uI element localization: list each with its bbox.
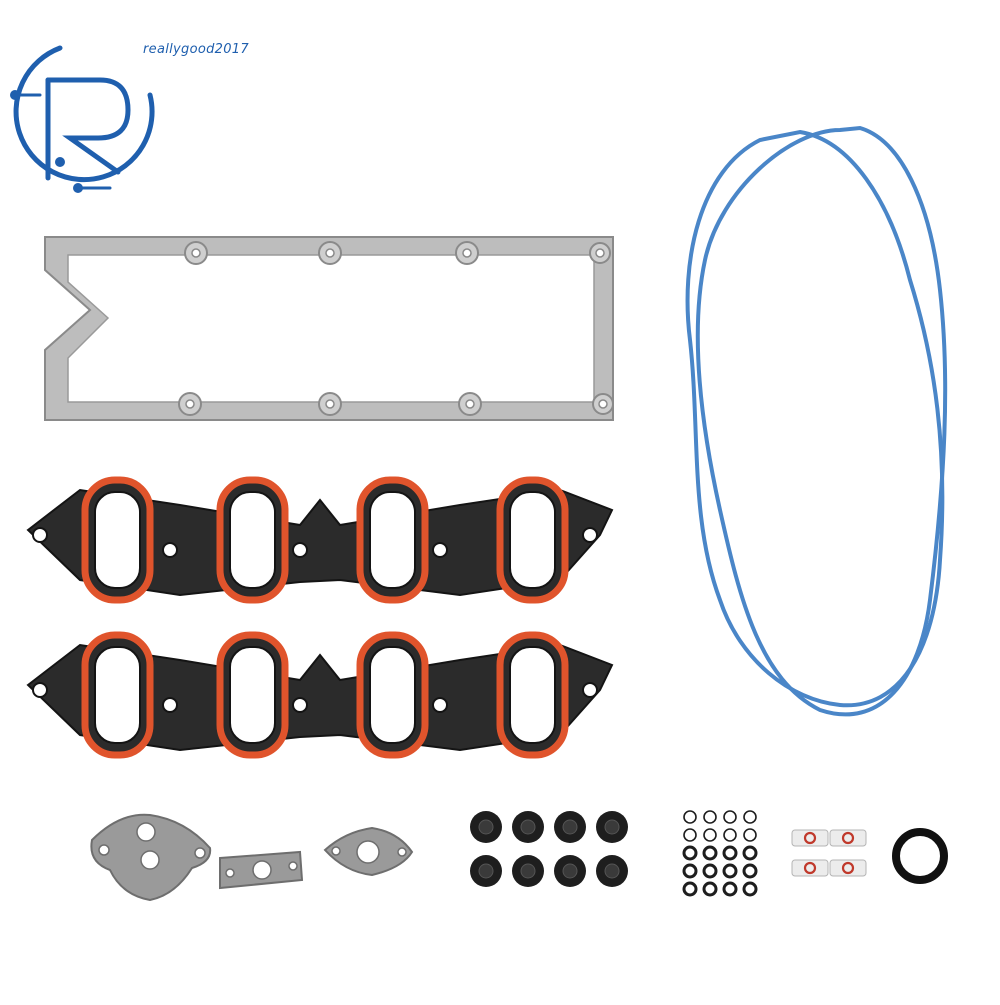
bolt-hole [32, 527, 48, 543]
intake-port-opening [229, 646, 276, 744]
bolt-hole [162, 697, 178, 713]
bolt-hole [582, 527, 598, 543]
bolt-hole [32, 682, 48, 698]
injector-seal [841, 831, 855, 845]
o-ring [703, 828, 717, 842]
bolt-hole [582, 682, 598, 698]
o-ring [742, 863, 758, 879]
o-ring [682, 881, 698, 897]
o-ring [702, 845, 718, 861]
intake-port-opening [229, 491, 276, 589]
valley-cover-gasket [44, 236, 614, 421]
intake-port-opening [509, 646, 556, 744]
egr-gasket-three-hole [90, 813, 212, 902]
o-ring [702, 881, 718, 897]
bolt-hole [292, 697, 308, 713]
injector-seal [841, 861, 855, 875]
bolt-hole [292, 542, 308, 558]
o-ring [723, 828, 737, 842]
o-ring [723, 810, 737, 824]
injector-seal-plate [829, 829, 867, 847]
o-rings [682, 810, 758, 897]
bolt-hole [162, 542, 178, 558]
o-ring [702, 863, 718, 879]
injector-seal [803, 831, 817, 845]
o-ring [722, 863, 738, 879]
valve-stem-seal-center [520, 863, 536, 879]
o-ring [682, 845, 698, 861]
o-ring [683, 810, 697, 824]
o-ring [722, 881, 738, 897]
injector-seal-plate [791, 859, 829, 877]
injector-seal-plate [829, 859, 867, 877]
o-ring [743, 810, 757, 824]
o-ring [722, 845, 738, 861]
valve-stem-seal-center [478, 863, 494, 879]
watermark-text: reallygood2017 [143, 42, 249, 57]
valve-stem-seal-center [478, 819, 494, 835]
intake-port-opening [369, 491, 416, 589]
intake-port-opening [94, 491, 141, 589]
valve-cover-gasket-loop-blue [685, 125, 948, 717]
injector-seal-plate [791, 829, 829, 847]
egr-gasket-small [219, 850, 304, 890]
valve-stem-seal-center [562, 863, 578, 879]
valve-stem-seal-center [604, 863, 620, 879]
valve-stem-seal-center [562, 819, 578, 835]
o-ring [683, 828, 697, 842]
o-ring [703, 810, 717, 824]
fuel-injector-seals [791, 829, 867, 877]
intake-manifold-gasket-upper [26, 476, 614, 604]
valve-stem-seal-center [604, 819, 620, 835]
o-ring [742, 881, 758, 897]
bolt-hole [432, 697, 448, 713]
valve-stem-seal-center [520, 819, 536, 835]
rear-main-seal-ring [892, 828, 948, 884]
r-circuit-logo-icon [10, 45, 155, 193]
egr-gasket-oval [323, 826, 414, 877]
o-ring [743, 828, 757, 842]
o-ring [742, 845, 758, 861]
intake-port-opening [369, 646, 416, 744]
valve-stem-seals [470, 811, 628, 887]
bolt-hole [432, 542, 448, 558]
intake-manifold-gasket-lower [26, 631, 614, 759]
o-ring [682, 863, 698, 879]
intake-port-opening [509, 491, 556, 589]
injector-seal [803, 861, 817, 875]
intake-port-opening [94, 646, 141, 744]
